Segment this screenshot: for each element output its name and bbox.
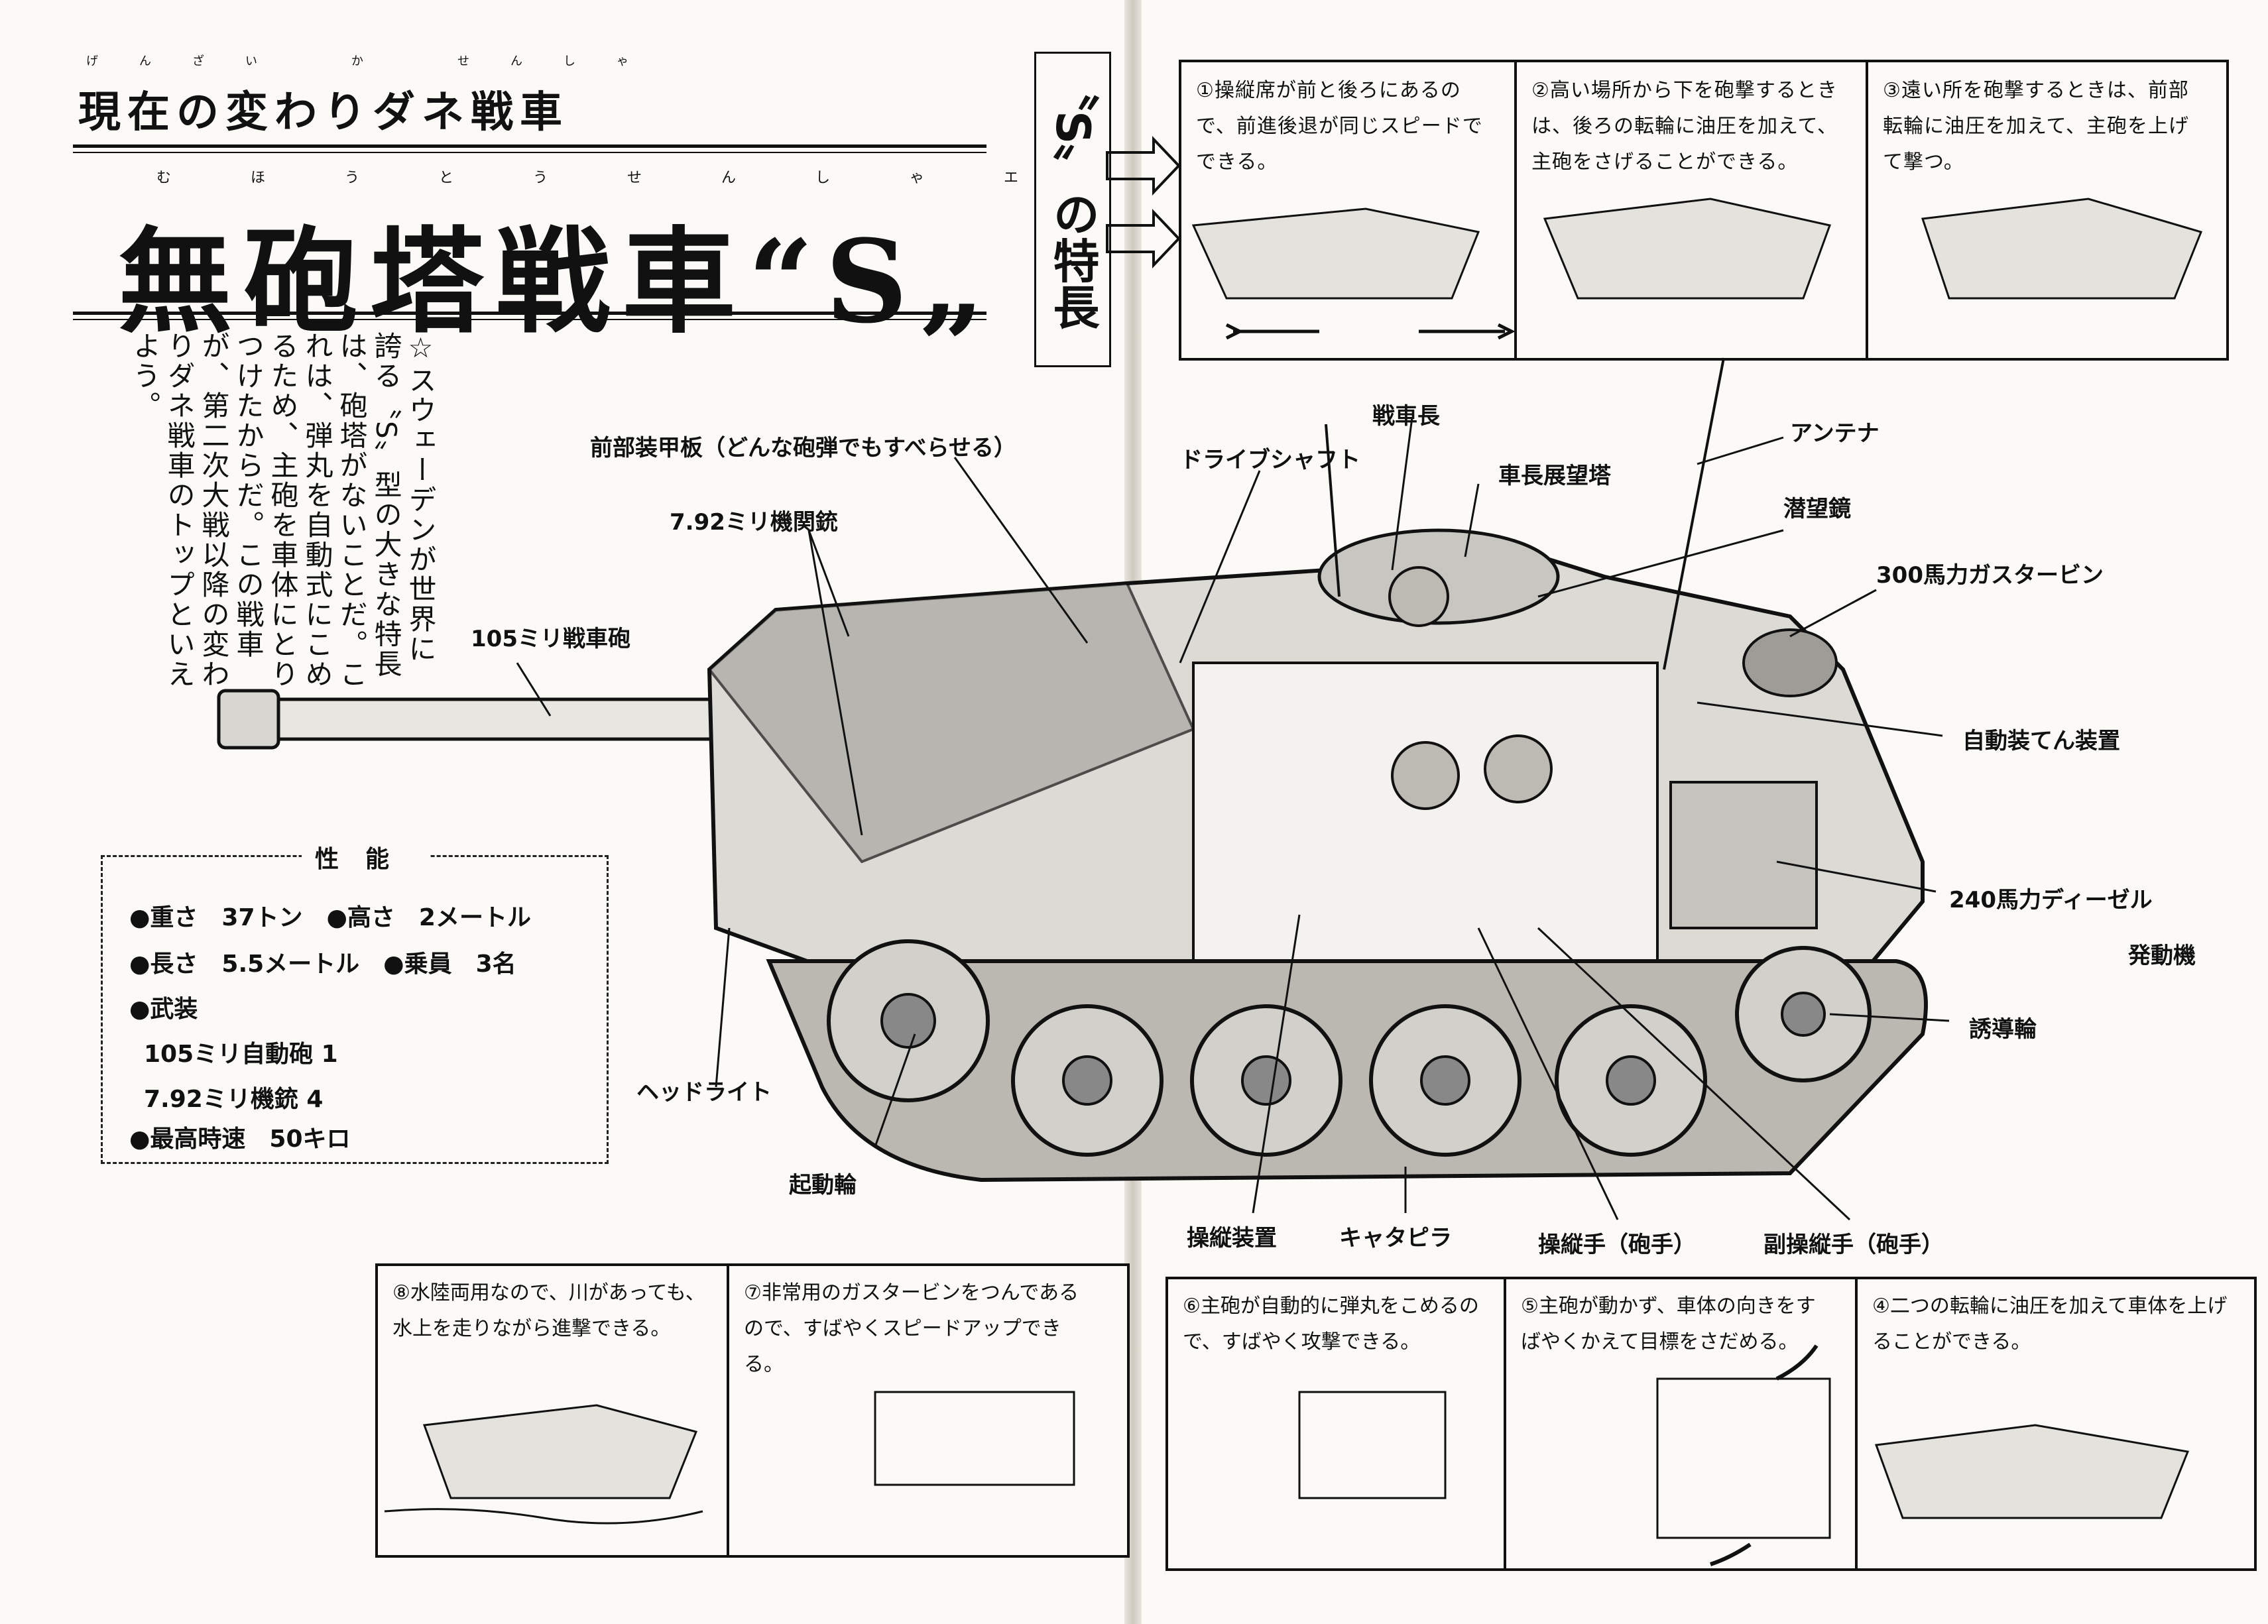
feature-panel-7: ⑦非常用のガスタービンをつんであるので、すばやくスピードアップできる。 [727,1263,1130,1558]
leader-lines [516,417,1950,1221]
title-rule-bottom [73,312,986,315]
callout-idler: 誘導輪 [1969,1016,2037,1043]
title-ruby: むほうとうせんしゃエス [156,170,1193,186]
intro-text: ☆スウェーデンが世界に誇る〝S〟型の大きな特長は、砲塔がないことだ。これは、弾丸… [129,331,437,689]
feature-panel-7-text: ⑦非常用のガスタービンをつんであるので、すばやくスピードアップできる。 [744,1281,1079,1376]
callout-periscope: 潜望鏡 [1783,496,1851,522]
callout-antenna: アンテナ [1790,420,1880,447]
page-title: 無砲塔戦車“S„ [118,214,998,349]
mini-tank [1191,207,1480,300]
mini-tank [1921,198,2203,300]
feature-panel-4: ④二つの転輪に油圧を加えて車体を上げることができる。 [1855,1277,2257,1571]
feature-panel-2-text: ②高い場所から下を砲撃するときは、後ろの転輪に油圧を加えて、主砲をさげることがで… [1531,79,1838,174]
arrow-icon [1106,208,1181,269]
rotate-arrow-icon [1775,1344,1819,1381]
autoloader-schematic [1298,1391,1447,1499]
spec-row: ●最高時速 50キロ [129,1126,351,1153]
mini-tank [1874,1424,2190,1519]
mini-tank [422,1404,698,1499]
kicker-ruby: げんざい か せんしゃ [86,54,670,68]
mini-tank [1543,198,1831,300]
callout-driver: 操縦手（砲手） [1538,1232,1696,1258]
wheel-hub [1062,1055,1112,1106]
callout-controls: 操縦装置 [1187,1225,1277,1251]
spec-row: ●重さ 37トン ●高さ 2メートル [129,904,531,931]
wheel-hub [1781,992,1826,1037]
engine-block [1669,781,1818,929]
interior-schematic [1656,1377,1831,1539]
callout-front-armor: 前部装甲板（どんな砲弾でもすべらせる） [590,435,1016,461]
feature-panel-1-text: ①操縦席が前と後ろにあるので、前進後退が同じスピードでできる。 [1196,79,1483,174]
antenna [1663,357,1725,670]
callout-sprocket: 起動輪 [789,1172,857,1198]
feature-panel-5: ⑤主砲が動かず、車体の向きをすばやくかえて目標をさだめる。 [1504,1277,1860,1571]
wheel-hub [880,993,936,1049]
callout-driveshaft: ドライブシャフト [1180,447,1360,473]
crew-figure [1388,566,1449,627]
feature-tab: 〝S〟の特長 [1034,52,1111,367]
crew-compartment [1192,662,1659,969]
kicker-heading: 現在の変わりダネ戦車 [78,88,569,137]
rotate-arrow-icon [1710,1542,1752,1566]
mini-tank-sketches [422,198,2203,1539]
spec-row: ●武装 [129,996,198,1023]
wheel-hub [1241,1055,1291,1106]
wheel-hub [1606,1055,1656,1106]
feature-panel-3-text: ③遠い所を砲撃するときは、前部転輪に油圧を加えて、主砲を上げて撃つ。 [1883,79,2189,174]
engine-schematic [874,1391,1075,1486]
feature-panel-6: ⑥主砲が自動的に弾丸をこめるので、すばやく攻撃できる。 [1165,1277,1509,1571]
feature-panel-8-text: ⑧水陸両用なので、川があっても、水上を走りながら進撃できる。 [392,1281,705,1340]
muzzle [217,689,280,750]
crew-figure [1391,741,1460,810]
wheel-hub [1420,1055,1470,1106]
feature-panel-4-text: ④二つの転輪に油圧を加えて車体を上げることができる。 [1872,1295,2228,1354]
spec-row: 105ミリ自動砲 1 [144,1041,338,1068]
title-rule-top-thin [73,152,986,153]
spec-box: 性能 ●重さ 37トン ●高さ 2メートル ●長さ 5.5メートル ●乗員 3名… [101,840,609,1164]
callout-codriver: 副操縦手（砲手） [1763,1232,1944,1258]
feature-tab-label: 〝S〟の特長 [1045,64,1100,330]
spec-heading: 性能 [302,840,430,874]
spec-row: 7.92ミリ機銃 4 [144,1086,324,1113]
feature-panel-6-text: ⑥主砲が自動的に弾丸をこめるので、すばやく攻撃できる。 [1183,1295,1479,1354]
title-rule-bottom-thin [73,319,986,320]
callout-engine: 発動機 [2128,943,2196,969]
callout-machine-gun: 7.92ミリ機関銃 [670,509,838,536]
arrow-icon [1106,135,1181,196]
feature-panel-2: ②高い場所から下を砲撃するときは、後ろの転輪に油圧を加えて、主砲をさげることがで… [1514,60,1871,361]
exhaust [1742,628,1838,697]
callout-turbine: 300馬力ガスタービン [1876,562,2104,589]
callout-cupola: 車長展望塔 [1498,463,1611,489]
callout-diesel: 240馬力ディーゼル [1949,887,2153,913]
antenna [1325,424,1341,597]
spec-row: ●長さ 5.5メートル ●乗員 3名 [129,951,516,978]
water-line [384,1508,703,1525]
callout-commander: 戦車長 [1372,403,1440,430]
title-rule-top [73,145,986,148]
feature-panel-5-text: ⑤主砲が動かず、車体の向きをすばやくかえて目標をさだめる。 [1521,1295,1816,1354]
callout-track: キャタピラ [1339,1225,1452,1251]
callout-main-gun: 105ミリ戦車砲 [471,626,630,652]
callout-autoloader: 自動装てん装置 [1962,728,2120,754]
crew-figure [1484,734,1553,803]
callout-headlight: ヘッドライト [636,1079,772,1106]
